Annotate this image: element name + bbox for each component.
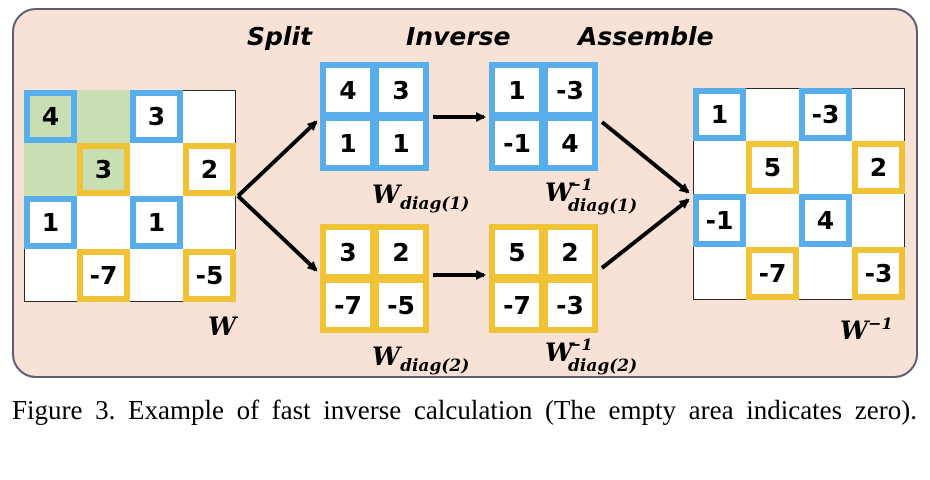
inverse-label: Inverse: [406, 22, 511, 51]
w-cell-2-0: 1: [24, 196, 77, 249]
wd2-cell-1-0: -7: [320, 277, 376, 333]
arrow-assemble-upper: [600, 120, 690, 194]
wd1inv-cell-1-1: 4: [542, 115, 598, 171]
arrow-split-upper: [236, 120, 318, 198]
arrow-assemble-lower: [600, 198, 690, 270]
wd2-cell-1-1: -5: [373, 277, 429, 333]
w-cell-0-2: 3: [130, 90, 183, 143]
w-cell-1-3: 2: [183, 143, 236, 196]
winv-cell-3-1: -7: [746, 247, 799, 300]
winv-cell-0-0: 1: [693, 88, 746, 141]
w-cell-3-3: -5: [183, 249, 236, 302]
w-cell-1-0: [24, 143, 77, 196]
winv-cell-3-3: -3: [852, 247, 905, 300]
w-label: W: [208, 312, 237, 341]
w-cell-0-0: 4: [24, 90, 77, 143]
w-cell-2-2: 1: [130, 196, 183, 249]
winv-cell-1-3: 2: [852, 141, 905, 194]
split-label: Split: [247, 22, 312, 51]
winv-cell-0-2: -3: [799, 88, 852, 141]
winv-cell-2-0: -1: [693, 194, 746, 247]
w-inverse-label: W−1: [840, 314, 893, 345]
wd1-cell-1-1: 1: [373, 115, 429, 171]
w-diag1-label: Wdiag(1): [372, 180, 470, 214]
wd2inv-cell-1-1: -3: [542, 277, 598, 333]
winv-cell-2-2: 4: [799, 194, 852, 247]
wd1-cell-0-1: 3: [373, 62, 429, 118]
figure-caption: Figure 3. Example of fast inverse calcul…: [12, 395, 917, 425]
w-cell-3-1: -7: [77, 249, 130, 302]
w-cell-0-1: [77, 90, 130, 143]
w-diag2-label: Wdiag(2): [372, 342, 470, 376]
arrow-split-lower: [236, 194, 318, 272]
winv-cell-1-1: 5: [746, 141, 799, 194]
w-cell-1-1: 3: [77, 143, 130, 196]
assemble-label: Assemble: [578, 22, 714, 51]
